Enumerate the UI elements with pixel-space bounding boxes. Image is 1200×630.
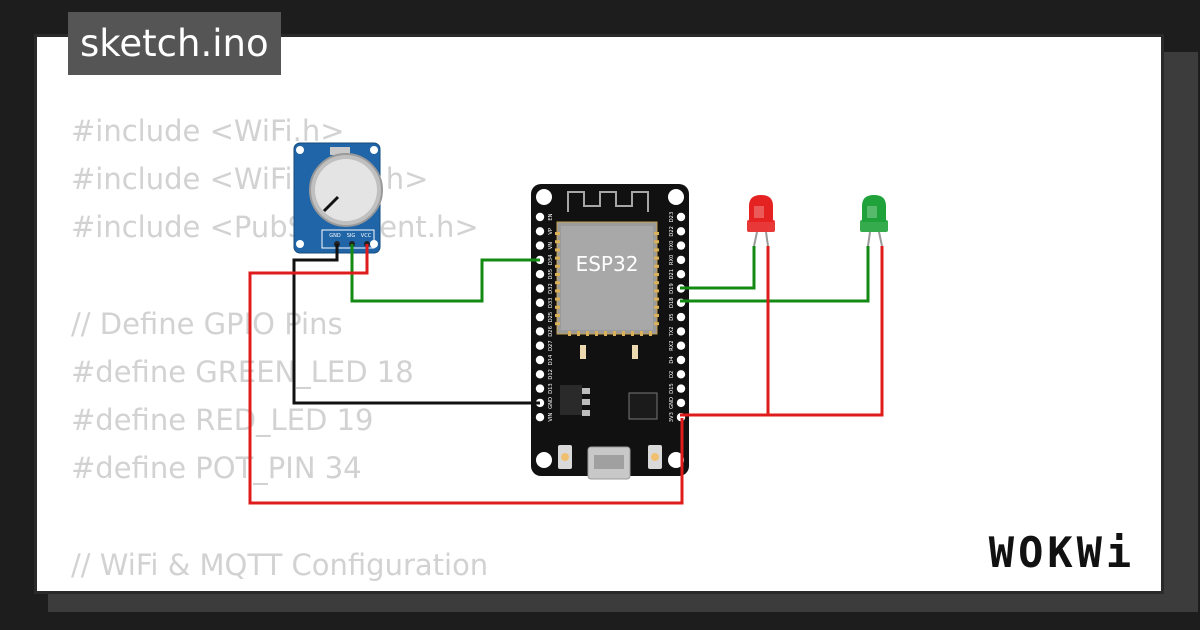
esp32-pin[interactable] — [676, 212, 686, 222]
esp32-pin-label: VN — [548, 242, 554, 250]
esp32-pin-label: D32 — [548, 283, 554, 294]
esp32-pin[interactable] — [535, 370, 545, 379]
esp32-pin[interactable] — [676, 341, 686, 350]
wires — [248, 244, 884, 505]
esp32-pin-label: D33 — [548, 297, 554, 308]
pot-pin-label-sig: SIG — [347, 233, 356, 239]
wokwi-logo-text: WOKWi — [989, 528, 1135, 577]
esp32-pin-label: D27 — [548, 340, 554, 351]
wire-green-led-anode[interactable] — [680, 246, 870, 303]
esp32-pin-label: D35 — [548, 269, 554, 280]
esp32-pin-label: D5 — [669, 313, 675, 320]
wire-green-led-cathode[interactable] — [768, 246, 884, 417]
esp32-pin-label: GND — [548, 397, 554, 409]
code-line: #include <WiFi.h> — [71, 114, 345, 148]
esp32-pin[interactable] — [535, 341, 545, 350]
esp32-pin-label: D4 — [669, 356, 675, 364]
esp32-pin-label: D23 — [669, 212, 675, 223]
esp32-pin-label: D2 — [669, 371, 675, 378]
esp32-pin-label: D21 — [669, 269, 675, 280]
esp32-pin[interactable] — [676, 355, 686, 365]
pot-pin-label-vcc: VCC — [361, 233, 372, 239]
esp32-pin[interactable] — [676, 370, 686, 379]
esp32-pin-label: D34 — [548, 254, 554, 265]
esp32-pin-label: D26 — [548, 326, 554, 337]
esp32-pin[interactable] — [535, 413, 545, 422]
esp32-pin[interactable] — [676, 327, 686, 336]
esp32-pin-label: D19 — [669, 283, 675, 294]
esp32-pin-label: VP — [548, 228, 554, 235]
pot-pin-label-gnd: GND — [329, 233, 341, 239]
esp32-pin-label: D18 — [669, 297, 675, 308]
esp32-pin-label: EN — [548, 213, 554, 220]
esp32-pin-label: TX0 — [669, 241, 675, 252]
esp32-pin-label: D14 — [548, 354, 554, 365]
esp32-pin[interactable] — [676, 312, 686, 322]
esp32-pin-label: D25 — [548, 312, 554, 323]
esp32-pin-label: TX2 — [669, 326, 675, 337]
esp32-pin[interactable] — [676, 227, 686, 236]
esp32-pin[interactable] — [535, 298, 545, 307]
esp32-chip-label: ESP32 — [576, 252, 639, 276]
esp32-pin[interactable] — [676, 398, 686, 408]
esp32-pin-label: D12 — [548, 369, 554, 380]
esp32-pin-label: GND — [669, 397, 675, 409]
esp32-pin[interactable] — [676, 270, 686, 279]
code-line: #define POT_PIN 34 — [71, 451, 362, 486]
potentiometer-knob-indicator — [322, 195, 340, 213]
esp32-pin[interactable] — [535, 312, 545, 322]
esp32-pin-label: RX0 — [669, 255, 675, 265]
esp32-pin[interactable] — [535, 212, 545, 222]
code-line: #define GREEN_LED 18 — [71, 354, 414, 389]
esp32-pin[interactable] — [535, 355, 545, 365]
esp32-pin[interactable] — [535, 241, 545, 250]
esp32-pin-label: D13 — [548, 383, 554, 394]
esp32-pin-label: RX2 — [669, 340, 675, 350]
wire-pot-vcc[interactable] — [248, 244, 684, 505]
esp32-pin-label: D22 — [669, 226, 675, 237]
esp32-pin[interactable] — [535, 384, 545, 393]
esp32-pin-label: VIN — [548, 413, 554, 422]
esp32-pin[interactable] — [535, 327, 545, 336]
potentiometer[interactable]: GND SIG VCC — [293, 142, 383, 254]
esp32-pin[interactable] — [676, 255, 686, 265]
wire-pot-gnd[interactable] — [292, 244, 540, 405]
esp32-board[interactable]: ESP32 ENVPVND34D35D32D33D25D26D27D14D12D… — [531, 184, 689, 480]
code-line: // WiFi & MQTT Configuration — [71, 547, 489, 582]
code-line: #define RED_LED 19 — [71, 403, 374, 438]
esp32-pin-label: 3V3 — [669, 412, 675, 422]
esp32-pin[interactable] — [676, 384, 686, 393]
esp32-pin[interactable] — [535, 227, 545, 236]
esp32-pin[interactable] — [535, 284, 545, 293]
red-led[interactable] — [747, 195, 775, 247]
green-led[interactable] — [860, 195, 888, 247]
wire-red-led-anode[interactable] — [680, 246, 756, 290]
wokwi-logo[interactable]: WOKWi — [989, 528, 1135, 577]
esp32-pin[interactable] — [535, 270, 545, 279]
esp32-pin[interactable] — [676, 241, 686, 250]
esp32-pin-label: D15 — [669, 383, 675, 394]
wire-pot-sig[interactable] — [350, 244, 540, 303]
filename-tab[interactable]: sketch.ino — [68, 12, 281, 75]
